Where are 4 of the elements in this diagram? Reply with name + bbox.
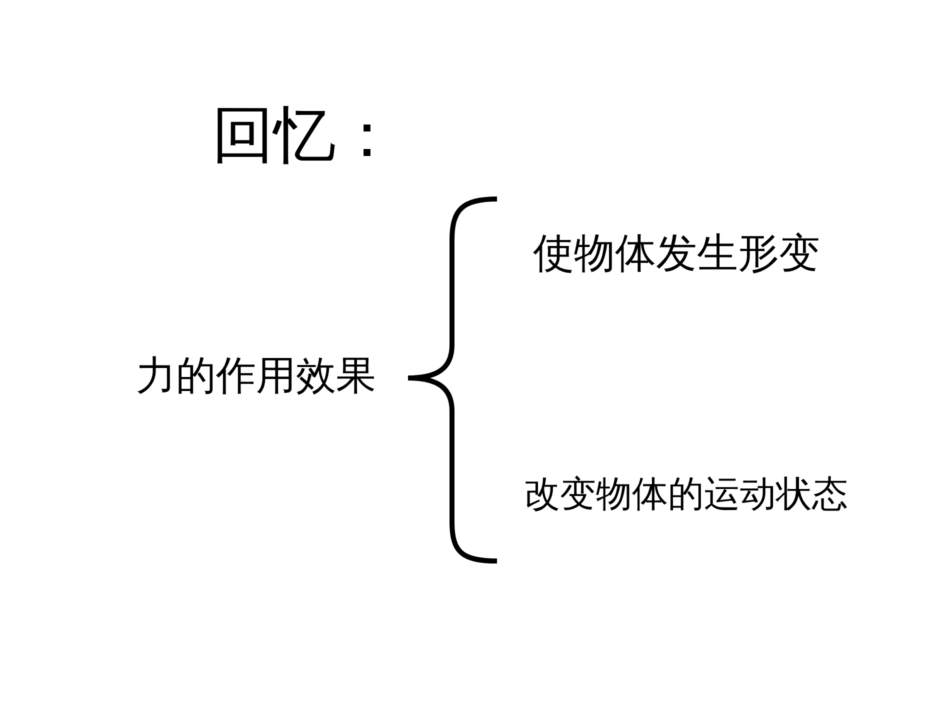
label: 力的作用效果 xyxy=(136,356,376,396)
label: 使物体发生形变 xyxy=(533,233,820,274)
title: 回忆： xyxy=(212,104,398,166)
label: 改变物体的运动状态 xyxy=(524,477,848,513)
